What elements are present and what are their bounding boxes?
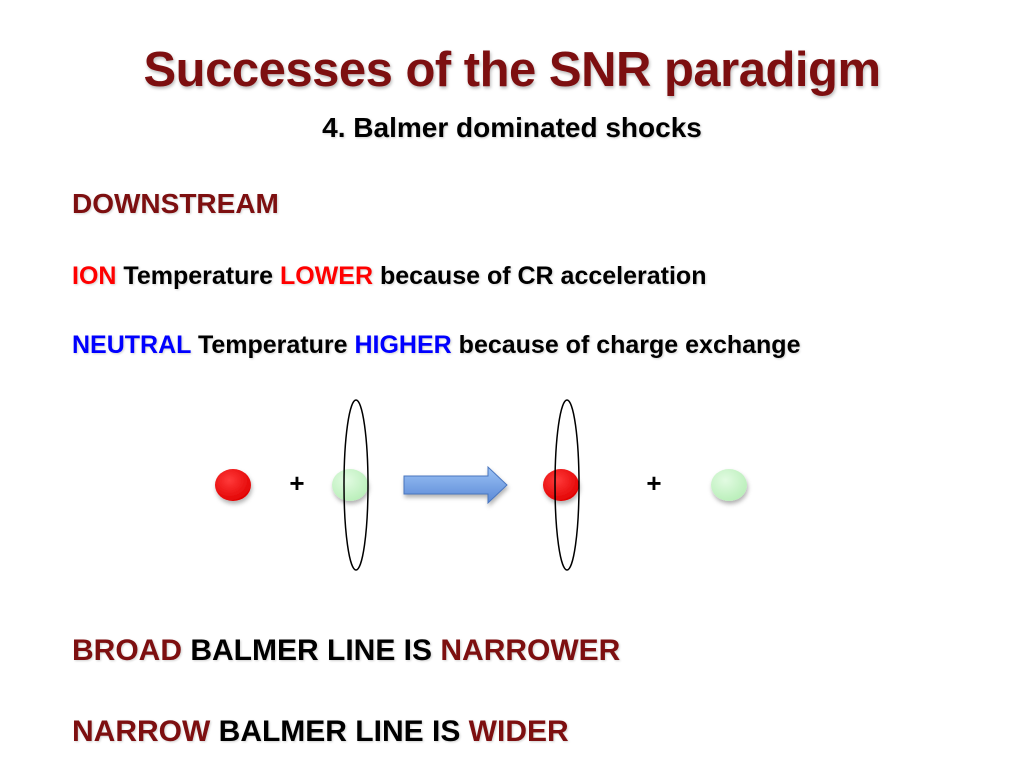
broad-label: BROAD — [72, 634, 182, 667]
broad-text: BALMER LINE IS — [190, 634, 433, 667]
narrow-text: BALMER LINE IS — [218, 715, 461, 748]
neutral-particle-right — [711, 469, 747, 501]
ion-emphasis: LOWER — [279, 262, 373, 290]
broad-emphasis: NARROWER — [440, 634, 621, 667]
plus-sign-left: + — [289, 468, 304, 498]
broad-balmer-line-statement: BROAD BALMER LINE IS NARROWER — [72, 634, 620, 668]
neutral-reason: because of charge exchange — [458, 331, 801, 359]
narrow-label: NARROW — [72, 715, 211, 748]
neutral-particle-left — [332, 469, 368, 501]
neutral-temperature-line: NEUTRAL Temperature HIGHER because of ch… — [72, 331, 800, 360]
slide-subtitle: 4. Balmer dominated shocks — [322, 112, 702, 143]
ion-label: ION — [72, 262, 117, 290]
narrow-balmer-line-statement: NARROW BALMER LINE IS WIDER — [72, 715, 569, 749]
neutral-label: NEUTRAL — [72, 331, 191, 359]
ion-particle-left — [215, 469, 251, 501]
section-heading: DOWNSTREAM — [72, 188, 279, 219]
slide-title: Successes of the SNR paradigm — [143, 43, 881, 97]
ion-particle-right — [543, 469, 579, 501]
bracket-ellipse-right — [554, 399, 580, 571]
neutral-emphasis: HIGHER — [354, 331, 452, 359]
ion-text-temperature: Temperature — [123, 262, 273, 290]
neutral-text-temperature: Temperature — [197, 331, 348, 359]
narrow-emphasis: WIDER — [468, 715, 569, 748]
ion-reason: because of CR acceleration — [379, 262, 707, 290]
plus-sign-right: + — [646, 468, 661, 498]
ion-temperature-line: ION Temperature LOWER because of CR acce… — [72, 262, 706, 291]
reaction-arrow — [403, 465, 508, 505]
bracket-ellipse-left — [343, 399, 369, 571]
